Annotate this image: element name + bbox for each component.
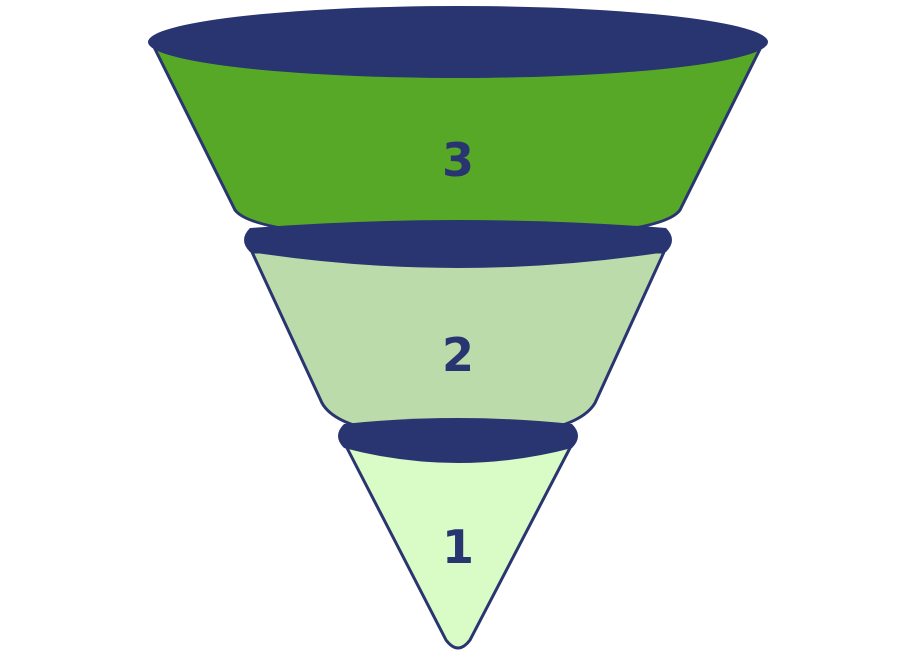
stage-2-label: 2 [442, 328, 474, 382]
funnel-stage-3: 3 [148, 6, 768, 240]
stage-1-label: 1 [442, 520, 474, 574]
funnel-stage-1: 1 [338, 418, 578, 650]
stage-1-rim [338, 418, 578, 463]
funnel-stage-2: 2 [244, 220, 672, 439]
stage-3-rim [148, 6, 768, 78]
stage-3-label: 3 [442, 133, 474, 187]
stage-1-body [344, 444, 573, 650]
stage-2-rim [244, 220, 672, 268]
